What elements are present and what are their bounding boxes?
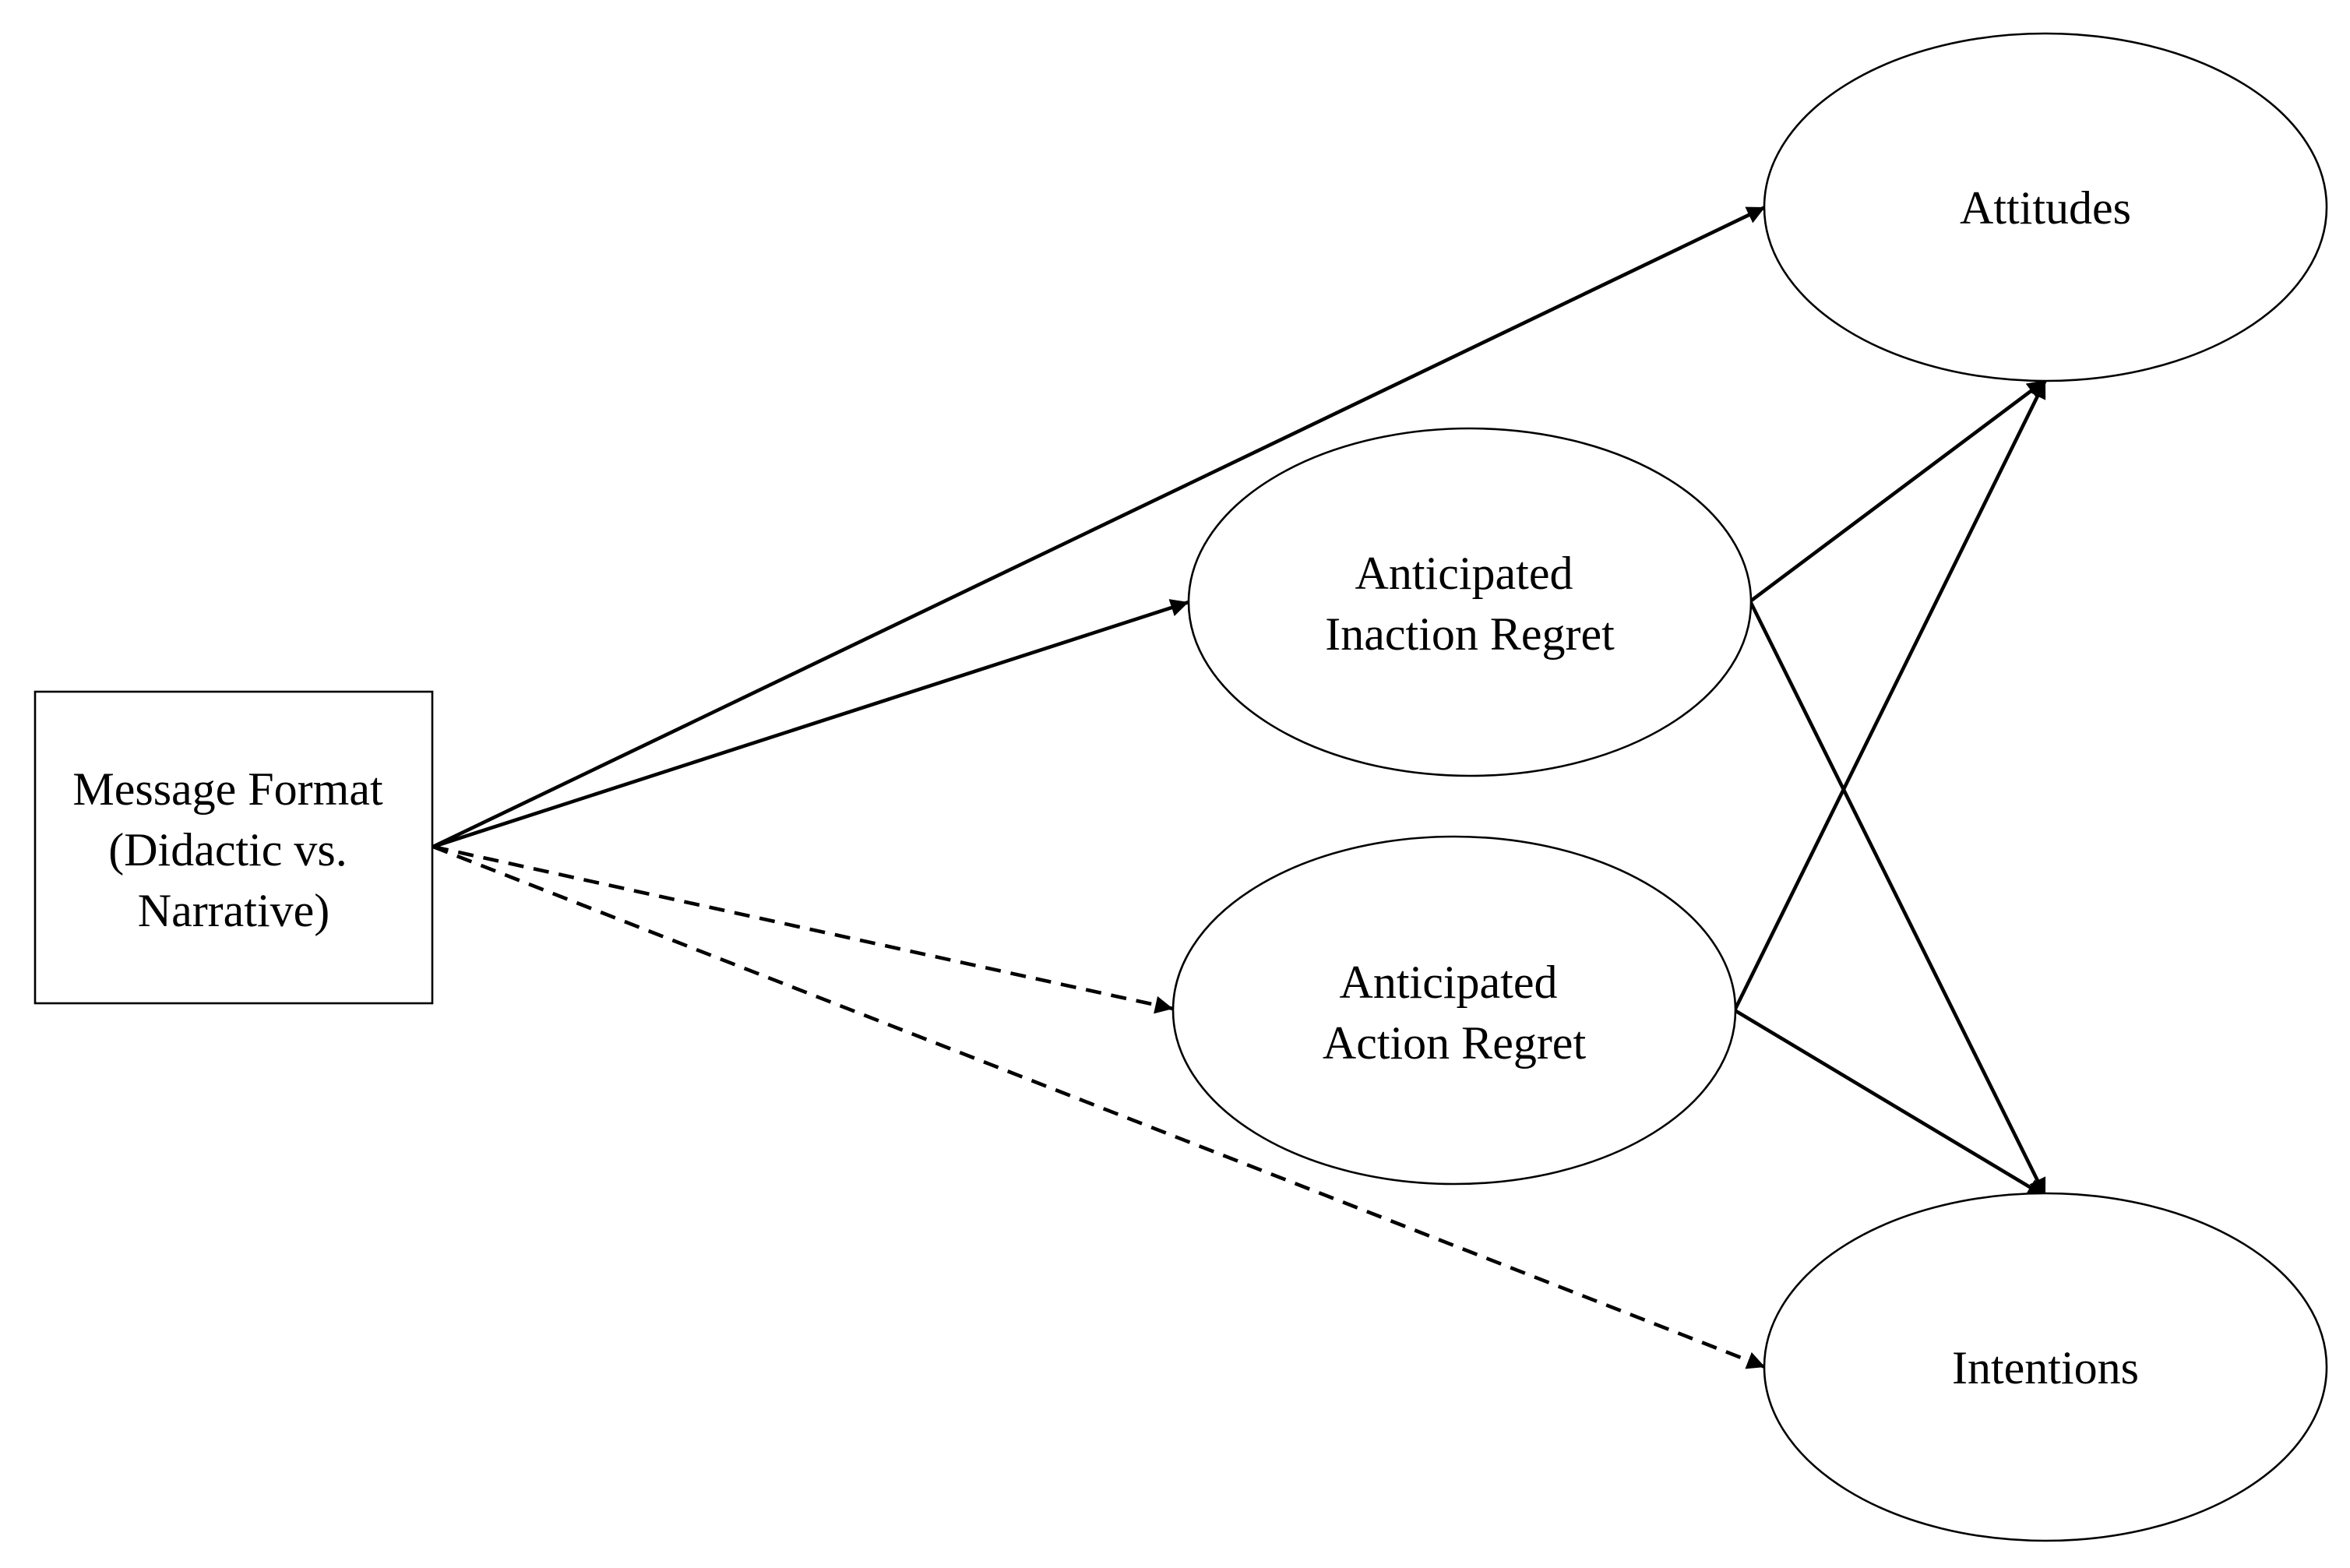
action-regret-ellipse: [1171, 835, 1737, 1186]
attitudes-label: Attitudes: [1960, 182, 2131, 234]
edge-message-format-to-intentions: [432, 844, 1766, 1369]
edge-action-regret-to-attitudes: [1732, 379, 2048, 1012]
intentions-label: Intentions: [1952, 1342, 2139, 1394]
edges: [432, 205, 2048, 1369]
inaction-regret-ellipse: [1187, 427, 1753, 777]
intentions-label-line-1: Intentions: [1952, 1342, 2139, 1394]
action-regret-label: Anticipated Action Regret: [1323, 957, 1587, 1069]
attitudes-ellipse: [1763, 32, 2328, 382]
inaction-regret-label: Anticipated Inaction Regret: [1325, 548, 1615, 660]
intentions-ellipse: [1763, 1192, 2328, 1542]
edge-message-format-to-attitudes: [432, 205, 1766, 849]
node-intentions: Intentions: [1763, 1192, 2328, 1542]
message-format-label-line-3: Narrative): [138, 885, 330, 936]
edge-message-format-to-inaction-regret: [432, 599, 1189, 849]
message-format-label-line-2: (Didactic vs.: [108, 824, 347, 876]
message-format-label: Message Format (Didactic vs. Narrative): [72, 763, 394, 936]
edge-message-format-to-action-regret: [432, 844, 1174, 1014]
inaction-regret-label-line-1: Anticipated: [1355, 548, 1573, 599]
attitudes-label-line-1: Attitudes: [1960, 182, 2131, 234]
action-regret-label-line-2: Action Regret: [1323, 1017, 1587, 1069]
node-message-format: Message Format (Didactic vs. Narrative): [33, 690, 434, 1005]
inaction-regret-label-line-2: Inaction Regret: [1325, 608, 1615, 660]
node-inaction-regret: Anticipated Inaction Regret: [1187, 427, 1753, 777]
node-attitudes: Attitudes: [1763, 32, 2328, 382]
node-action-regret: Anticipated Action Regret: [1171, 835, 1737, 1186]
edge-action-regret-to-intentions: [1733, 1009, 2047, 1198]
edge-inaction-regret-to-attitudes: [1749, 379, 2047, 603]
message-format-label-line-1: Message Format: [72, 763, 383, 815]
action-regret-label-line-1: Anticipated: [1340, 957, 1558, 1008]
message-format-box: [33, 690, 434, 1005]
edge-inaction-regret-to-intentions: [1748, 600, 2048, 1198]
